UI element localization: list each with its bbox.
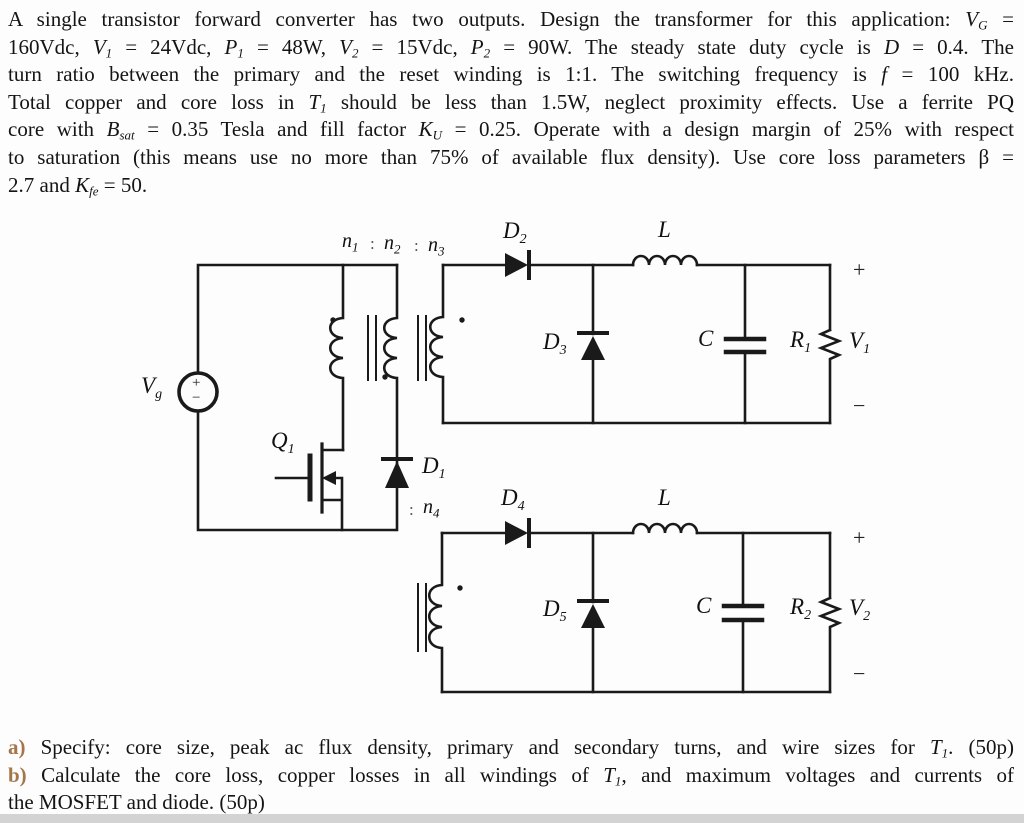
text-line: Total copper and core loss in T1 should … [8, 89, 1014, 116]
text-line: b) Calculate the core loss, copper losse… [8, 762, 1014, 788]
label-vg: Vg [141, 373, 163, 402]
label-ratio-colon-2: : [414, 236, 419, 255]
label-c2: C [696, 593, 712, 618]
output2-circuit [440, 518, 843, 694]
label-n3: n3 [428, 234, 445, 259]
text-line: core with Bsat = 0.35 Tesla and fill fac… [8, 117, 1014, 143]
winding-n1 [328, 263, 345, 452]
task-list: a) Specify: core size, peak ac flux dens… [8, 734, 1014, 817]
text-line: 160Vdc, V1 = 24Vdc, P1 = 48W, V2 = 15Vdc… [8, 34, 1014, 60]
bottom-window-strip [0, 814, 1024, 823]
text-line: 2.7 and Kfe = 50. [8, 172, 148, 198]
label-v1: V1 [849, 328, 871, 357]
inductor-l1 [631, 254, 699, 267]
label-d2: D2 [503, 218, 527, 247]
core-bars [367, 315, 427, 652]
output2-minus-sign: − [853, 661, 866, 686]
output2-plus-sign: + [853, 525, 866, 550]
text-line: turn ratio between the primary and the r… [8, 62, 1014, 87]
label-r2: R2 [790, 594, 812, 623]
output1-circuit [441, 250, 843, 425]
label-d1: D1 [422, 453, 446, 482]
vg-minus-sign: − [192, 390, 201, 406]
winding-n4 [427, 531, 444, 694]
label-l2: L [658, 485, 671, 510]
problem-statement: A single transistor forward converter ha… [8, 6, 1014, 199]
inductor-l2 [631, 522, 699, 535]
label-q1: Q1 [271, 428, 295, 457]
label-n2: n2 [384, 232, 401, 257]
diode-d3 [581, 336, 605, 360]
label-d4: D4 [501, 485, 525, 514]
text-line: a) Specify: core size, peak ac flux dens… [8, 735, 1014, 761]
label-d3: D3 [543, 329, 567, 358]
primary-loop [177, 263, 399, 532]
mosfet-q1 [274, 442, 345, 532]
label-ratio-colon-1: : [370, 234, 375, 253]
winding-n3 [428, 263, 445, 425]
label-n4-colon: : [409, 500, 414, 519]
label-c1: C [698, 326, 714, 351]
output1-minus-sign: − [853, 393, 866, 418]
text-line: to saturation (this means use no more th… [8, 144, 1014, 169]
label-l1: L [658, 217, 671, 242]
diode-d1 [381, 457, 413, 488]
text-line: the MOSFET and diode. (50p) [8, 790, 265, 815]
label-r1: R1 [790, 327, 812, 356]
label-v2: V2 [849, 595, 871, 624]
diode-d4 [505, 521, 528, 545]
diode-d5 [581, 604, 605, 628]
output1-plus-sign: + [853, 257, 866, 282]
text-line: A single transistor forward converter ha… [8, 7, 1014, 33]
diode-d2 [505, 253, 528, 277]
label-d5: D5 [543, 596, 567, 625]
label-n1: n1 [342, 230, 359, 255]
label-n4: n4 [423, 496, 440, 521]
winding-n2 [382, 263, 399, 532]
vg-plus-sign: + [192, 375, 201, 391]
